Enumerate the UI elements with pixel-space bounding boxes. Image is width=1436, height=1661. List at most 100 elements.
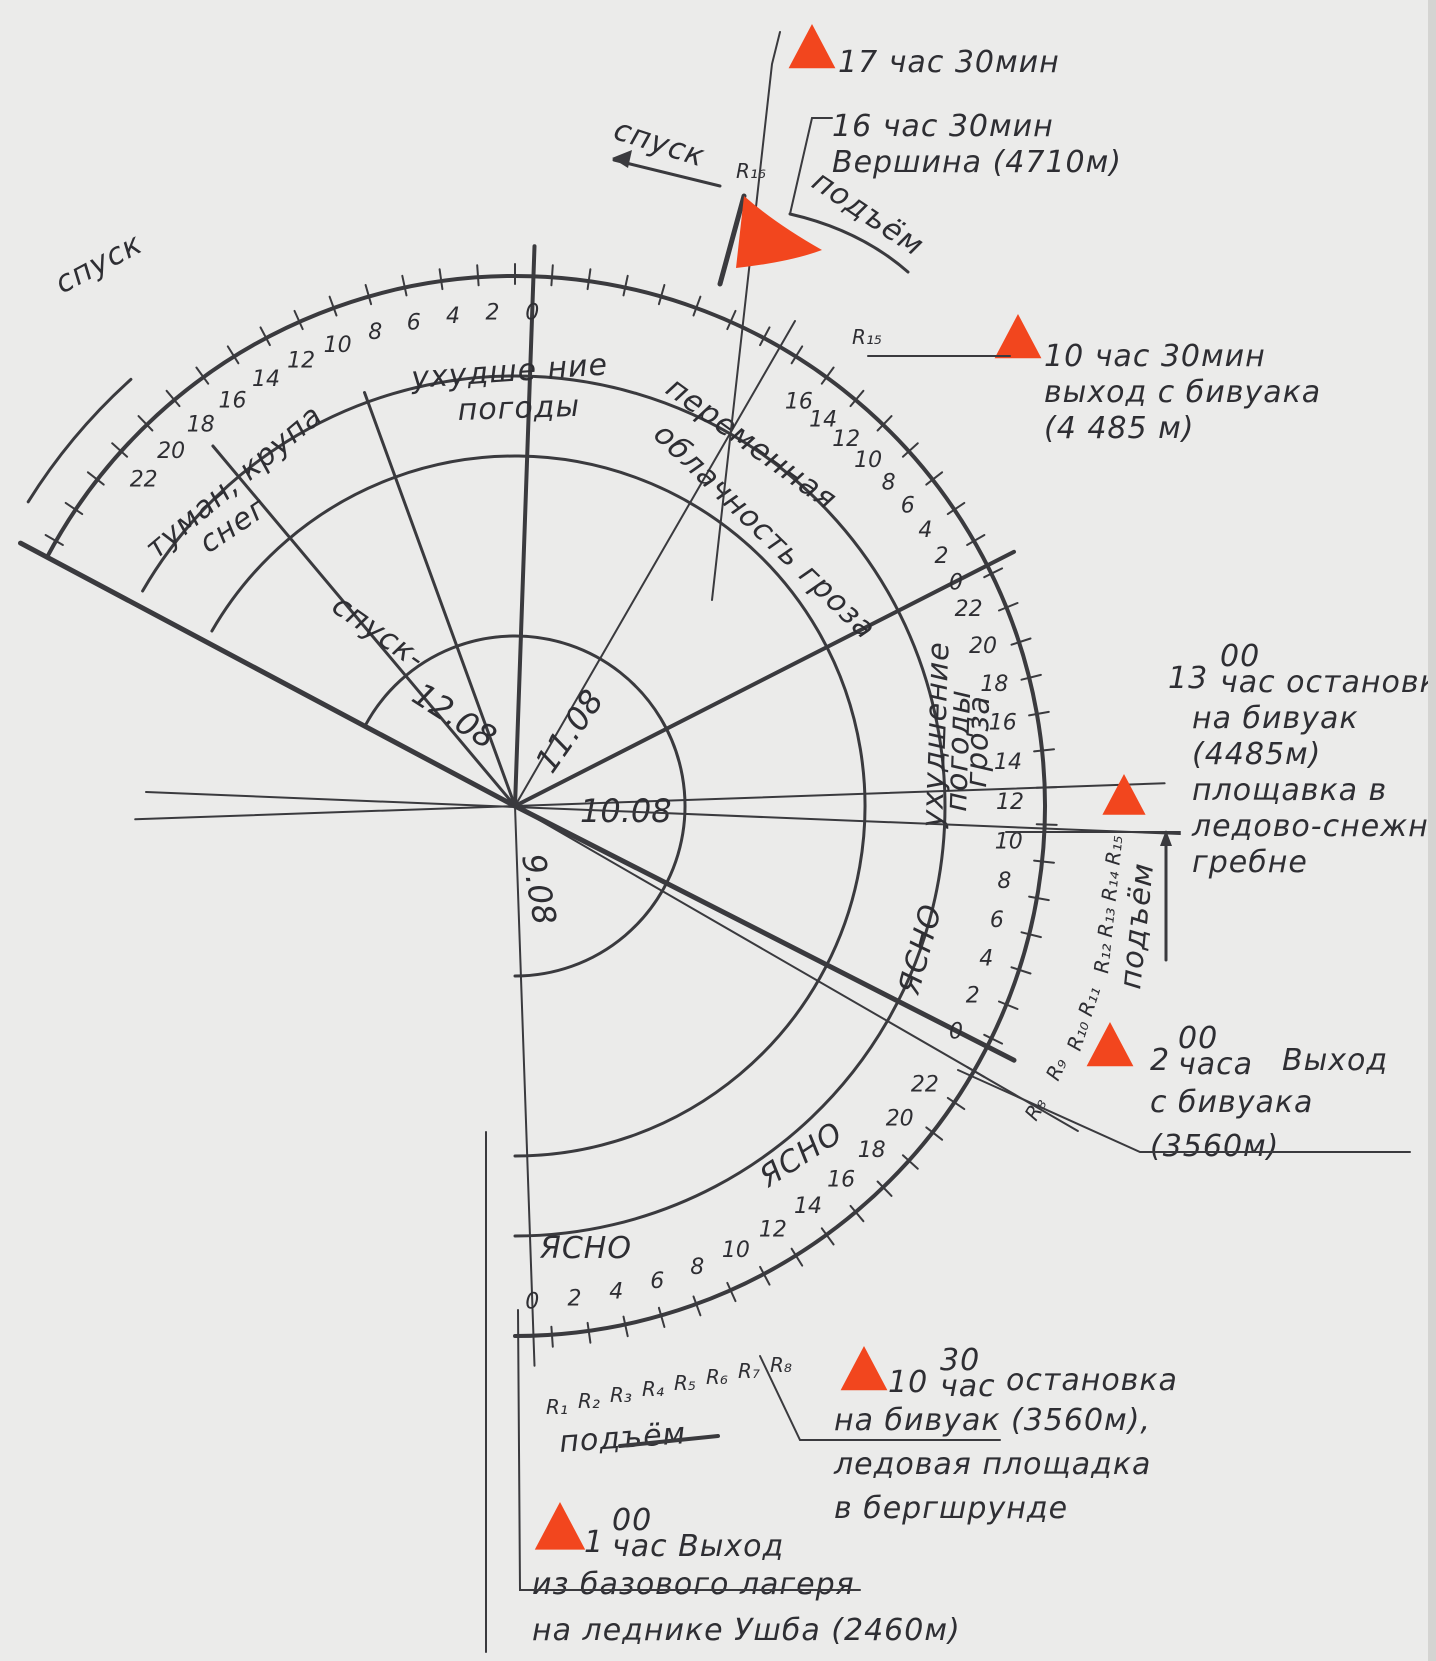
hour-tick — [622, 274, 629, 297]
hour-tick — [195, 366, 210, 385]
hour-label-day10: 12 — [996, 790, 1024, 815]
hour-tick — [946, 1096, 966, 1111]
hour-tick — [692, 1295, 702, 1317]
route-marker-bottom: R₈ — [770, 1353, 792, 1377]
hour-tick — [901, 442, 919, 458]
hour-tick — [401, 274, 408, 297]
day-ring-3 — [45, 274, 1047, 1338]
label-descent-inner: спуск- — [325, 588, 431, 677]
event-1-line: из базового лагеря — [532, 1567, 855, 1602]
route-marker-bottom: R₁ — [546, 1395, 568, 1419]
hour-label-day9: 22 — [911, 1073, 939, 1098]
hour-label-day12: 8 — [368, 320, 382, 345]
hour-tick — [998, 602, 1019, 612]
hour-label-day10: 18 — [980, 672, 1008, 697]
event-1-line: на леднике Ушба (2460м) — [532, 1613, 961, 1648]
hour-tick — [1010, 637, 1032, 646]
leader-line-6 — [517, 1309, 861, 1591]
day-label-12: 12.08 — [406, 675, 504, 757]
event-3-time: 2 — [1150, 1043, 1170, 1078]
event-4-line: (4485м) — [1192, 737, 1321, 772]
hour-label-day10: 2 — [966, 984, 980, 1009]
rings — [26, 274, 1047, 1338]
hour-tick — [44, 534, 64, 546]
event-5-line: выход с бивуака — [1044, 375, 1321, 410]
hour-label-day11: 16 — [785, 390, 813, 415]
hour-tick — [86, 471, 105, 486]
hour-tick — [1020, 931, 1042, 939]
spoke-10 — [134, 805, 516, 821]
hour-tick — [1033, 859, 1055, 864]
event-1-unit: час Выход — [612, 1529, 784, 1564]
hour-tick — [820, 1227, 835, 1246]
spoke-3 — [513, 244, 537, 808]
hour-label-day12: 2 — [486, 301, 500, 326]
hour-label-day9: 6 — [650, 1269, 664, 1294]
label-descent-outer: спуск — [49, 226, 148, 301]
route-marker-bottom: R₅ — [674, 1371, 696, 1395]
arrow-left-icon — [612, 150, 632, 168]
hour-tick — [759, 1265, 771, 1286]
hour-label-day9: 14 — [794, 1194, 822, 1219]
hour-label-day11: 0 — [949, 570, 963, 595]
hour-tick — [438, 268, 444, 291]
label-ascent-bottom: подъём — [558, 1416, 687, 1460]
event-2-time: 10 — [888, 1365, 928, 1400]
hour-tick — [1020, 673, 1042, 681]
hour-label-day9: 10 — [722, 1238, 750, 1263]
hour-tick — [165, 389, 181, 408]
hour-tick — [726, 1281, 737, 1303]
event-3-line: с бивуака — [1150, 1085, 1313, 1120]
route-marker-bottom: R₃ — [610, 1383, 632, 1407]
hour-label-day12: 6 — [407, 311, 421, 336]
descent-bracket-arc — [26, 377, 133, 504]
hour-label-day10: 22 — [955, 597, 983, 622]
route-r9: R₉ — [1041, 1054, 1072, 1084]
hour-tick — [586, 268, 592, 291]
hour-tick — [983, 567, 1004, 579]
hour-tick — [657, 284, 666, 306]
event-7-line: 17 час 30мин — [838, 45, 1060, 80]
route-r15: R₁₅ — [852, 325, 882, 349]
hour-tick — [550, 264, 554, 287]
hour-tick — [925, 1126, 944, 1141]
event-3-line: Выход — [1282, 1043, 1388, 1078]
hour-tick — [790, 345, 804, 365]
hour-tick — [137, 415, 154, 432]
spoke-8 — [514, 805, 1079, 1132]
event-4-line: ледово-снежном — [1191, 809, 1436, 844]
hour-tick — [226, 345, 240, 365]
ascent-arc-line — [788, 212, 910, 274]
hour-tick — [925, 471, 944, 486]
hour-label-day12: 0 — [525, 300, 539, 325]
hour-tick — [876, 1180, 893, 1197]
hour-label-day9: 16 — [827, 1167, 855, 1192]
hour-ticks — [44, 263, 1058, 1348]
hour-label-day11: 6 — [901, 494, 915, 519]
hour-tick — [293, 309, 304, 331]
event-4-line: гребне — [1192, 845, 1308, 880]
arrow-up-icon — [1160, 830, 1172, 846]
hour-label-day11: 12 — [832, 427, 860, 452]
hour-tick — [966, 534, 986, 546]
descent-arrow-line — [612, 158, 722, 188]
hour-tick — [64, 501, 84, 516]
hour-tick — [876, 415, 893, 432]
hour-label-day9: 0 — [525, 1290, 539, 1315]
event-3-line: (3560м) — [1150, 1129, 1279, 1164]
hour-label-day12: 16 — [219, 389, 247, 414]
event-2-unit: час — [940, 1369, 996, 1404]
event-5-marker-icon — [994, 314, 1042, 359]
hour-tick — [1028, 895, 1050, 902]
hour-tick — [586, 1321, 592, 1344]
hour-tick — [328, 295, 338, 317]
weather-clear-3: ЯСНО — [892, 900, 950, 999]
weather-worsening-2: погоды — [457, 389, 581, 428]
horizontal-axis-line — [145, 791, 1181, 835]
hour-tick — [946, 501, 966, 516]
hour-label-day10: 16 — [989, 711, 1017, 736]
route-marker-bottom: R₄ — [642, 1377, 664, 1401]
